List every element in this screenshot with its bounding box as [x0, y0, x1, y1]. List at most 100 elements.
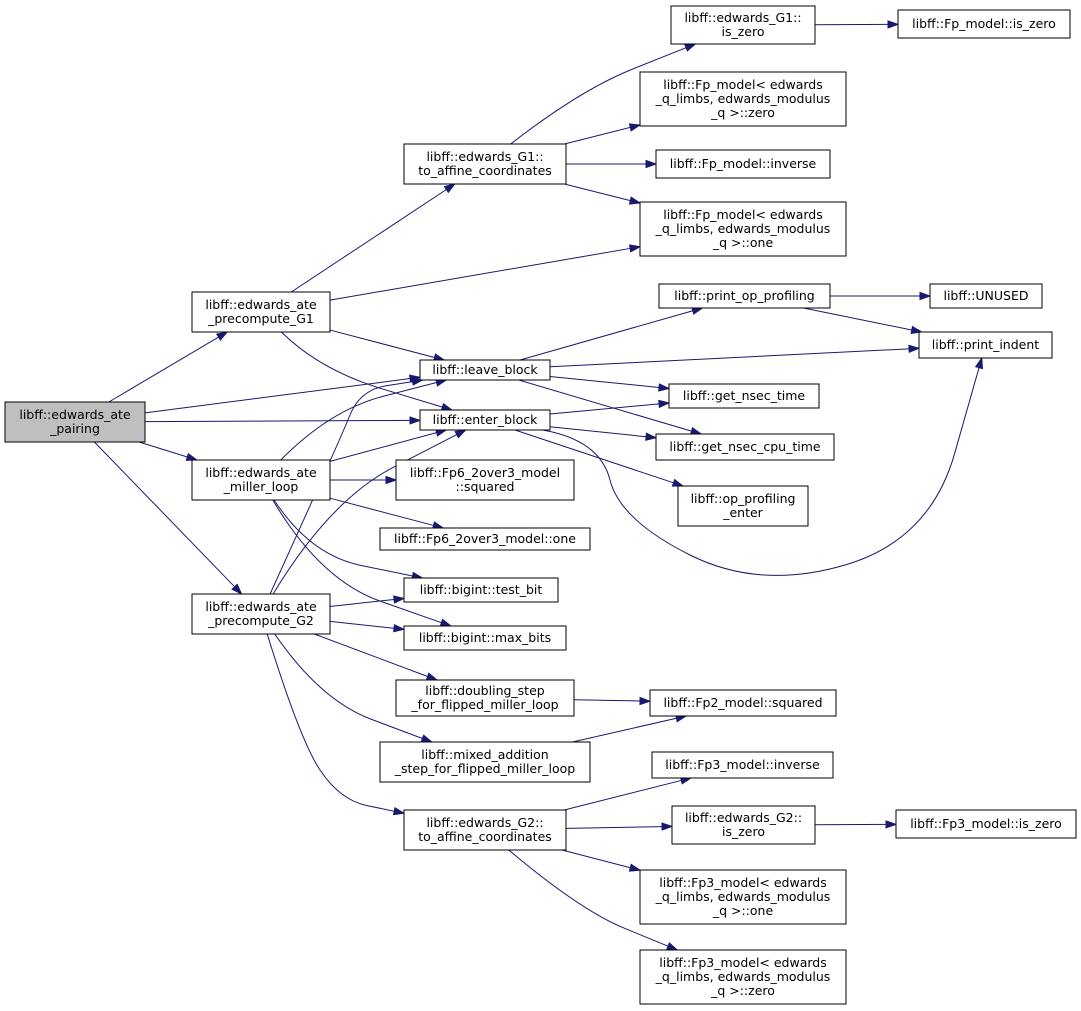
node-box-g2pre[interactable] — [191, 593, 331, 635]
edge-g2aff-to-fp3inv — [564, 779, 682, 811]
edge-g2aff-to-fp3one — [561, 849, 631, 869]
node-box-testbit[interactable] — [403, 577, 559, 603]
edge-g2pre-to-g2aff — [266, 633, 395, 812]
node-g1zero[interactable]: libff::edwards_G1::is_zero — [670, 5, 816, 45]
node-fpiszero[interactable]: libff::Fp_model::is_zero — [897, 9, 1071, 39]
node-box-dbl[interactable] — [395, 679, 575, 717]
node-label-openter-line-1: _enter — [722, 505, 763, 520]
arrowhead-printop-to-unused — [919, 291, 932, 301]
node-maxbits[interactable]: libff::bigint::max_bits — [403, 625, 567, 651]
node-nseccpu[interactable]: libff::get_nsec_cpu_time — [655, 433, 835, 461]
node-nsec[interactable]: libff::get_nsec_time — [668, 383, 820, 409]
node-label-g2pre-line-0: libff::edwards_ate — [205, 599, 317, 614]
node-label-mix-line-0: libff::mixed_addition — [421, 747, 548, 762]
node-box-indent[interactable] — [918, 331, 1053, 359]
node-box-printop[interactable] — [658, 283, 831, 309]
node-g2aff[interactable]: libff::edwards_G2::to_affine_coordinates — [403, 809, 567, 851]
node-leave[interactable]: libff::leave_block — [419, 359, 551, 381]
edge-leave-to-nseccpu — [518, 379, 692, 432]
node-box-fp2sq[interactable] — [649, 689, 837, 717]
node-box-root[interactable] — [4, 401, 146, 443]
node-label-fpone-line-1: _q_limbs, edwards_modulus — [655, 221, 831, 236]
node-box-fp3inv[interactable] — [651, 751, 834, 779]
node-fp2sq[interactable]: libff::Fp2_model::squared — [649, 689, 837, 717]
edge-leave-to-indent — [549, 348, 910, 368]
node-box-fp3zero[interactable] — [639, 949, 847, 1005]
node-fpinv[interactable]: libff::Fp_model::inverse — [655, 149, 831, 179]
arrowhead-g1pre-to-g1aff — [443, 183, 456, 194]
edge-g1pre-to-g1aff — [290, 189, 447, 293]
node-box-leave[interactable] — [419, 359, 551, 381]
arrowhead-g1pre-to-enter — [440, 402, 454, 411]
node-label-miller-line-0: libff::edwards_ate — [205, 465, 317, 480]
arrowhead-g1aff-to-fpinv — [645, 159, 658, 169]
node-box-fp6one[interactable] — [379, 527, 591, 551]
node-g1aff[interactable]: libff::edwards_G1::to_affine_coordinates — [403, 143, 567, 185]
node-dbl[interactable]: libff::doubling_step_for_flipped_miller_… — [395, 679, 575, 717]
node-label-root-line-1: _pairing — [49, 421, 100, 436]
node-box-miller[interactable] — [191, 459, 331, 501]
node-box-g1pre[interactable] — [191, 291, 331, 333]
node-fp3one[interactable]: libff::Fp3_model< edwards_q_limbs, edwar… — [639, 869, 847, 925]
edge-miller-to-fp6one — [329, 497, 434, 526]
node-box-fpone[interactable] — [639, 201, 847, 257]
nodes-layer: libff::edwards_ate_pairinglibff::edwards… — [4, 5, 1077, 1005]
node-box-nseccpu[interactable] — [655, 433, 835, 461]
edge-g1aff-to-g1zero — [510, 47, 687, 145]
node-fpone[interactable]: libff::Fp_model< edwards_q_limbs, edward… — [639, 201, 847, 257]
node-box-fpinv[interactable] — [655, 149, 831, 179]
node-label-fp3one-line-1: _q_limbs, edwards_modulus — [655, 889, 831, 904]
node-label-g1aff-line-1: to_affine_coordinates — [418, 163, 552, 178]
edge-miller-to-maxbits — [272, 499, 442, 624]
node-label-enter-line-0: libff::enter_block — [433, 412, 538, 427]
node-fp6one[interactable]: libff::Fp6_2over3_model::one — [379, 527, 591, 551]
node-printop[interactable]: libff::print_op_profiling — [658, 283, 831, 309]
node-unused[interactable]: libff::UNUSED — [929, 283, 1043, 309]
node-box-g1aff[interactable] — [403, 143, 567, 185]
node-label-openter-line-0: libff::op_profiling — [691, 491, 796, 506]
node-g2pre[interactable]: libff::edwards_ate_precompute_G2 — [191, 593, 331, 635]
node-box-enter[interactable] — [419, 409, 551, 431]
node-box-openter[interactable] — [677, 485, 809, 527]
node-label-g1pre-line-0: libff::edwards_ate — [205, 297, 317, 312]
node-label-fp6sq-line-0: libff::Fp6_2over3_model — [410, 465, 560, 480]
node-box-g2zero[interactable] — [671, 805, 816, 845]
edge-mix-to-fp2sq — [572, 717, 677, 743]
node-label-dbl-line-0: libff::doubling_step — [425, 683, 545, 698]
edge-enter-to-nseccpu — [549, 426, 647, 438]
node-g1pre[interactable]: libff::edwards_ate_precompute_G1 — [191, 291, 331, 333]
node-label-fpzero-line-2: _q >::zero — [710, 105, 775, 120]
node-root[interactable]: libff::edwards_ate_pairing — [4, 401, 146, 443]
node-mix[interactable]: libff::mixed_addition_step_for_flipped_m… — [379, 741, 591, 783]
arrowhead-g1aff-to-g1zero — [684, 43, 697, 52]
node-box-fp3one[interactable] — [639, 869, 847, 925]
node-box-maxbits[interactable] — [403, 625, 567, 651]
node-openter[interactable]: libff::op_profiling_enter — [677, 485, 809, 527]
node-box-nsec[interactable] — [668, 383, 820, 409]
node-box-fp6sq[interactable] — [395, 459, 575, 501]
edge-root-to-g1pre — [108, 336, 219, 403]
edge-g1pre-to-leave — [329, 329, 435, 358]
node-fp6sq[interactable]: libff::Fp6_2over3_model::squared — [395, 459, 575, 501]
node-fpzero[interactable]: libff::Fp_model< edwards_q_limbs, edward… — [639, 71, 847, 127]
node-fp3zero[interactable]: libff::Fp3_model< edwards_q_limbs, edwar… — [639, 949, 847, 1005]
arrowhead-g2zero-to-fp3iszero — [885, 820, 898, 829]
node-box-unused[interactable] — [929, 283, 1043, 309]
edge-g1aff-to-fpzero — [564, 126, 631, 145]
node-g2zero[interactable]: libff::edwards_G2::is_zero — [671, 805, 816, 845]
node-testbit[interactable]: libff::bigint::test_bit — [403, 577, 559, 603]
node-box-g1zero[interactable] — [670, 5, 816, 45]
node-box-fpiszero[interactable] — [897, 9, 1071, 39]
node-box-mix[interactable] — [379, 741, 591, 783]
node-fp3iszero[interactable]: libff::Fp3_model::is_zero — [895, 809, 1077, 839]
node-indent[interactable]: libff::print_indent — [918, 331, 1053, 359]
node-enter[interactable]: libff::enter_block — [419, 409, 551, 431]
node-box-fp3iszero[interactable] — [895, 809, 1077, 839]
node-box-g2aff[interactable] — [403, 809, 567, 851]
node-box-fpzero[interactable] — [639, 71, 847, 127]
node-fp3inv[interactable]: libff::Fp3_model::inverse — [651, 751, 834, 779]
edges-layer — [94, 20, 983, 951]
node-miller[interactable]: libff::edwards_ate_miller_loop — [191, 459, 331, 501]
node-label-g2zero-line-1: is_zero — [722, 824, 765, 839]
